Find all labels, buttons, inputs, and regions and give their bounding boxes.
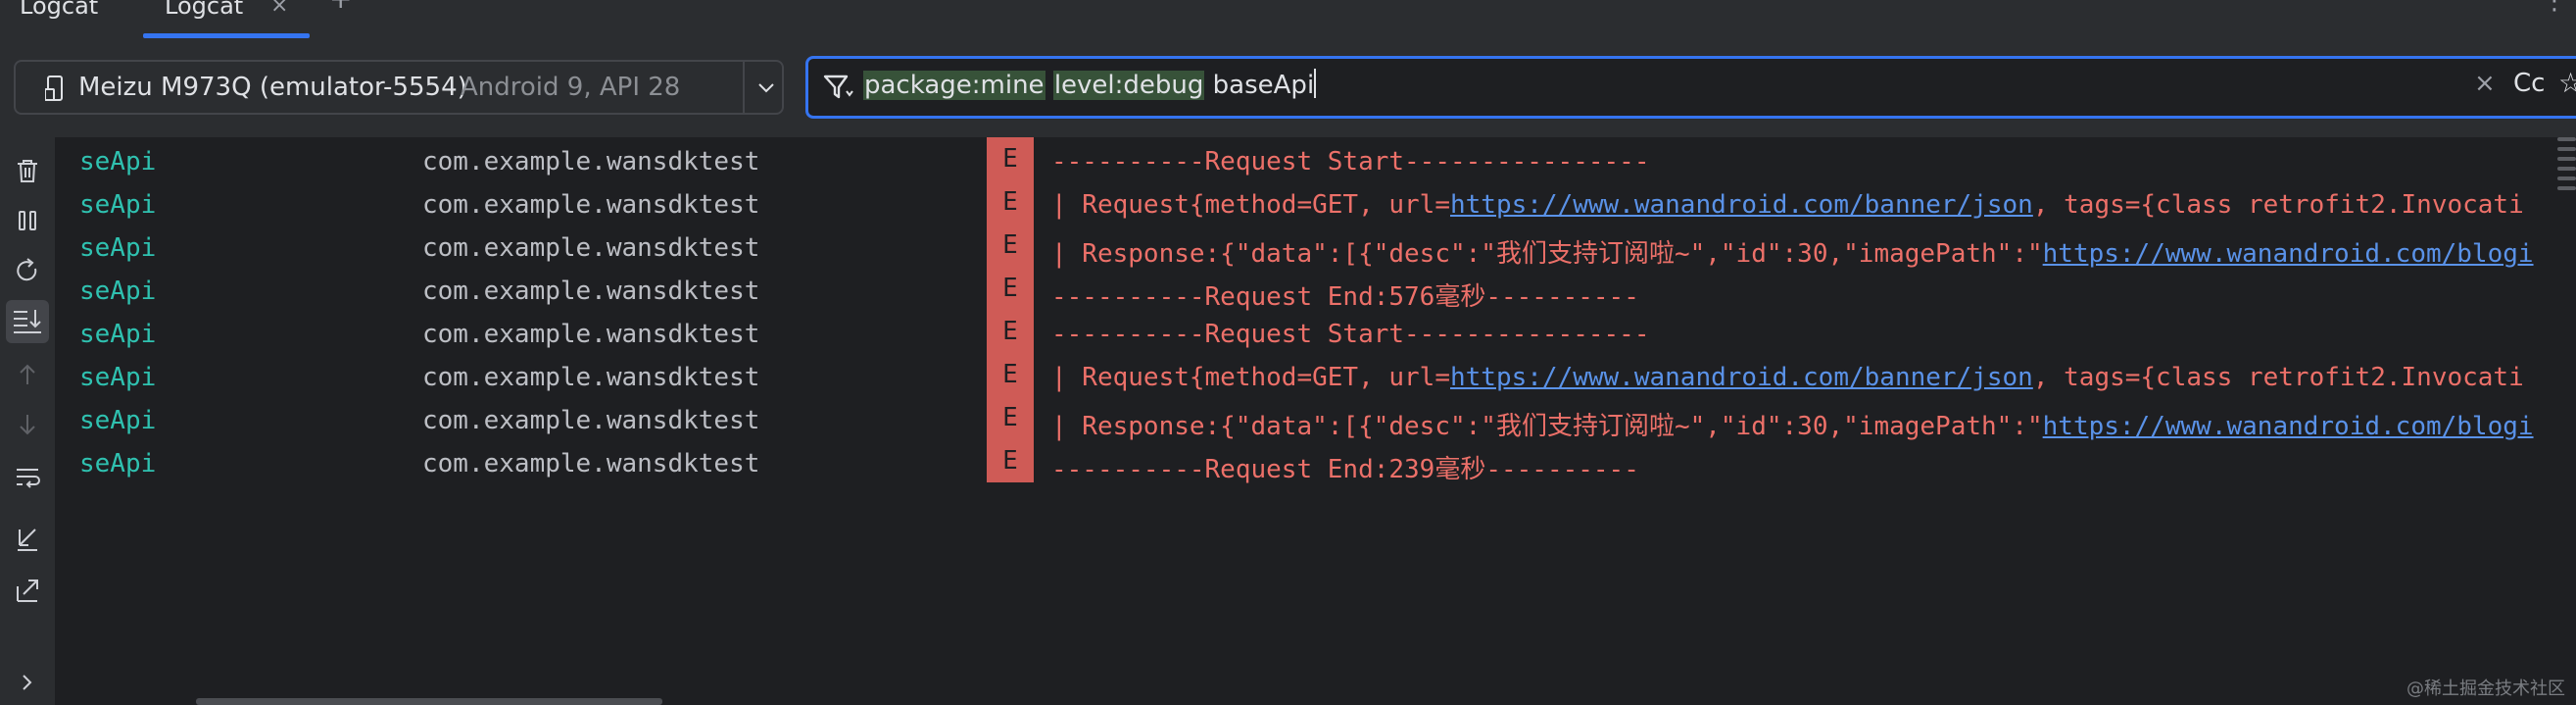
scroll-to-end-icon[interactable] — [6, 300, 49, 343]
log-tag: seApi — [79, 320, 157, 349]
horizontal-scrollbar[interactable] — [196, 698, 662, 705]
log-package: com.example.wansdktest — [422, 363, 760, 392]
chevron-down-icon[interactable] — [756, 77, 776, 97]
log-tag: seApi — [79, 406, 157, 435]
more-options-icon[interactable]: ⋮ — [2542, 0, 2567, 16]
device-selector[interactable]: Meizu M973Q (emulator-5554) Android 9, A… — [14, 60, 784, 115]
active-tab-indicator — [143, 33, 310, 38]
log-level-badge: E — [987, 439, 1034, 482]
log-message: | Response:{"data":[{"desc":"我们支持订阅啦~","… — [1051, 239, 2534, 269]
log-level-badge: E — [987, 137, 1034, 180]
filter-token-level: level:debug — [1052, 71, 1205, 100]
log-package: com.example.wansdktest — [422, 277, 760, 306]
log-level-badge: E — [987, 224, 1034, 267]
log-package: com.example.wansdktest — [422, 233, 760, 263]
device-phone-icon — [45, 76, 63, 101]
log-message: ----------Request Start---------------- — [1051, 320, 1650, 349]
soft-wrap-icon[interactable] — [12, 461, 43, 492]
chevron-right-icon[interactable] — [12, 667, 43, 698]
restart-icon[interactable] — [12, 255, 43, 286]
arrow-up-icon[interactable] — [12, 359, 43, 390]
text-caret — [1314, 69, 1317, 98]
log-message: | Response:{"data":[{"desc":"我们支持订阅啦~","… — [1051, 412, 2534, 441]
trash-icon[interactable] — [12, 155, 43, 186]
log-link[interactable]: https://www.wanandroid.com/banner/json — [1450, 190, 2033, 220]
arrow-down-icon[interactable] — [12, 409, 43, 440]
filter-query[interactable]: package:mine level:debug baseApi — [863, 69, 1317, 100]
log-level-badge: E — [987, 310, 1034, 353]
log-link[interactable]: https://www.wanandroid.com/banner/json — [1450, 363, 2033, 392]
log-tag: seApi — [79, 363, 157, 392]
watermark: @稀土掘金技术社区 — [2406, 679, 2565, 699]
log-list[interactable]: seApi com.example.wansdktest E ---------… — [56, 137, 2576, 686]
filter-term: baseApi — [1212, 71, 1315, 100]
log-message: | Request{method=GET, url=https://www.wa… — [1051, 363, 2524, 392]
device-selector-divider — [743, 60, 745, 115]
log-row[interactable]: seApi com.example.wansdktest E | Request… — [56, 353, 2576, 400]
vertical-scrollbar[interactable] — [2557, 137, 2576, 200]
log-message: | Request{method=GET, url=https://www.wa… — [1051, 190, 2524, 220]
log-level-badge: E — [987, 396, 1034, 439]
log-row[interactable]: seApi com.example.wansdktest E | Request… — [56, 180, 2576, 227]
tab-logcat-1[interactable]: Logcat — [20, 0, 98, 25]
device-api: Android 9, API 28 — [461, 73, 681, 102]
log-link[interactable]: https://www.wanandroid.com/blogi — [2042, 412, 2534, 441]
log-link[interactable]: https://www.wanandroid.com/blogi — [2042, 239, 2534, 269]
tab-bar: Logcat Logcat × + ⋮ — [0, 0, 2576, 40]
filter-token-package: package:mine — [863, 71, 1045, 100]
log-package: com.example.wansdktest — [422, 449, 760, 478]
log-row[interactable]: seApi com.example.wansdktest E ---------… — [56, 439, 2576, 486]
log-tag: seApi — [79, 190, 157, 220]
log-row[interactable]: seApi com.example.wansdktest E | Respons… — [56, 396, 2576, 443]
match-case-toggle[interactable]: Cc — [2513, 69, 2546, 98]
log-tag: seApi — [79, 147, 157, 176]
logcat-filter-field[interactable]: package:mine level:debug baseApi × Cc ☆ — [805, 56, 2576, 119]
log-row[interactable]: seApi com.example.wansdktest E | Respons… — [56, 224, 2576, 271]
log-package: com.example.wansdktest — [422, 406, 760, 435]
tab-label: Logcat — [165, 0, 244, 20]
log-level-badge: E — [987, 353, 1034, 396]
log-message: ----------Request End:239毫秒---------- — [1051, 455, 1639, 484]
log-level-badge: E — [987, 180, 1034, 224]
logcat-toolbar: Meizu M973Q (emulator-5554) Android 9, A… — [0, 39, 2576, 137]
log-package: com.example.wansdktest — [422, 147, 760, 176]
log-package: com.example.wansdktest — [422, 190, 760, 220]
tab-logcat-2[interactable]: Logcat × — [165, 0, 288, 25]
log-message: ----------Request End:576毫秒---------- — [1051, 282, 1639, 312]
favorite-filter-icon[interactable]: ☆ — [2558, 67, 2576, 99]
log-tag: seApi — [79, 233, 157, 263]
collapse-icon[interactable] — [12, 524, 43, 555]
clear-filter-icon[interactable]: × — [2474, 69, 2496, 98]
log-tag: seApi — [79, 449, 157, 478]
log-row[interactable]: seApi com.example.wansdktest E ---------… — [56, 267, 2576, 314]
logcat-side-toolbar — [0, 137, 56, 705]
expand-icon[interactable] — [12, 575, 43, 606]
tab-close-icon[interactable]: × — [270, 0, 289, 18]
add-tab-icon[interactable]: + — [329, 0, 352, 15]
device-name: Meizu M973Q (emulator-5554) — [78, 73, 467, 102]
log-message: ----------Request Start---------------- — [1051, 147, 1650, 176]
pause-icon[interactable] — [12, 205, 43, 236]
filter-icon[interactable] — [822, 72, 855, 103]
tab-label: Logcat — [20, 0, 99, 20]
log-row[interactable]: seApi com.example.wansdktest E ---------… — [56, 137, 2576, 184]
log-tag: seApi — [79, 277, 157, 306]
log-level-badge: E — [987, 267, 1034, 310]
log-row[interactable]: seApi com.example.wansdktest E ---------… — [56, 310, 2576, 357]
log-package: com.example.wansdktest — [422, 320, 760, 349]
